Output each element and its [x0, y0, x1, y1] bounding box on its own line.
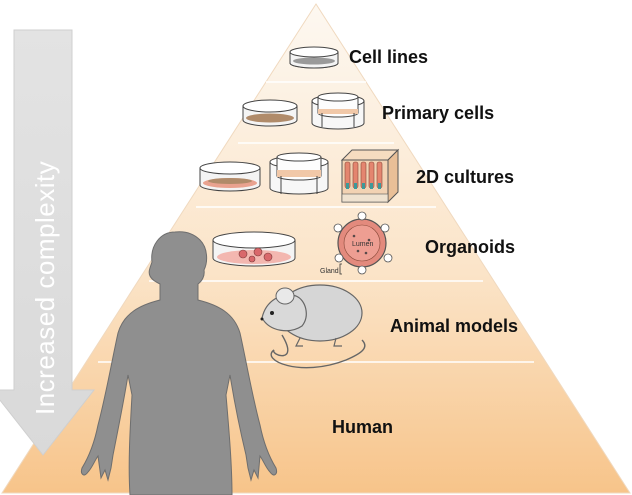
level-label-2d-cultures: 2D cultures	[416, 167, 514, 187]
complexity-label: Increased complexity	[30, 161, 60, 415]
tissue-block-icon	[340, 148, 400, 204]
level-label-cell-lines: Cell lines	[349, 47, 428, 67]
level-label-primary-cells: Primary cells	[382, 103, 494, 123]
transwell-insert-icon	[269, 152, 329, 195]
complexity-arrow: Increased complexity	[0, 29, 96, 456]
pyramid	[1, 3, 631, 494]
level-label-organoids: Organoids	[425, 237, 515, 257]
human-silhouette-icon	[81, 231, 277, 495]
petri-dish-icon	[199, 161, 261, 192]
level-label-human: Human	[332, 417, 393, 437]
organoid-icon: Lumen Gland	[320, 211, 393, 275]
gland-label: Gland	[320, 268, 339, 275]
lumen-label: Lumen	[352, 241, 374, 248]
level-label-animal-models: Animal models	[390, 316, 518, 336]
transwell-insert-icon	[311, 92, 365, 130]
petri-dish-icon	[242, 99, 298, 127]
petri-dish-icon	[289, 46, 339, 69]
organoid-dish-icon	[212, 231, 296, 267]
mouse-icon	[260, 284, 366, 369]
